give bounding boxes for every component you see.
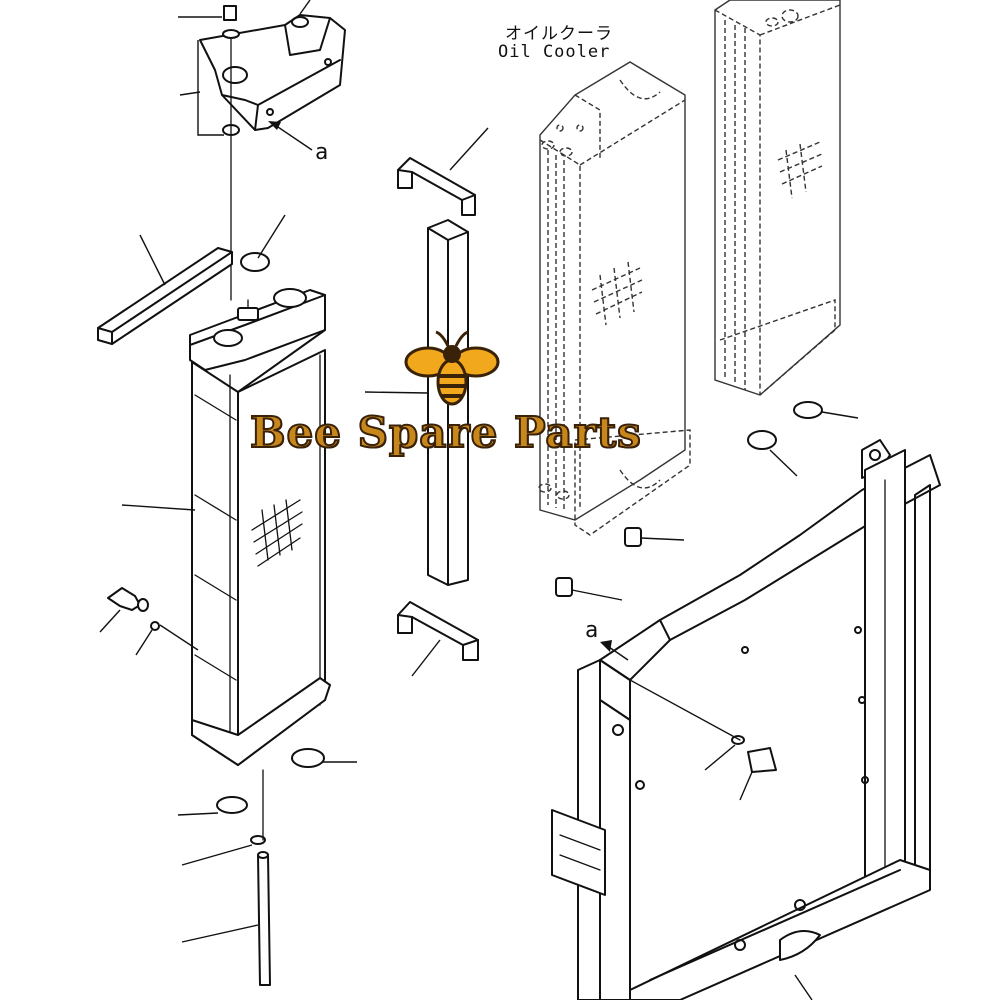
- bee-icon: [404, 330, 500, 406]
- rubber-mount-right: [555, 401, 823, 597]
- cap: [240, 252, 270, 272]
- reference-a-top: a: [315, 140, 329, 165]
- radiator-core: [189, 288, 331, 766]
- u-clamp-top: [397, 157, 476, 216]
- oil-cooler-label-en: Oil Cooler: [498, 42, 611, 62]
- rubber-mount: [216, 748, 325, 814]
- long-pin: [257, 851, 271, 986]
- u-clamp-bottom: [397, 601, 479, 661]
- bracket-bolt: [222, 5, 240, 301]
- tapered-strip: [97, 247, 233, 345]
- top-bracket: [199, 14, 346, 131]
- watermark-logo-text: Bee Spare Parts: [249, 407, 642, 458]
- frame-bolt: [731, 735, 777, 773]
- aftercooler-phantom: [714, 0, 841, 396]
- reference-a-frame: a: [585, 618, 599, 643]
- support-frame: [551, 439, 941, 1000]
- drain-valve: [107, 587, 160, 631]
- oil-cooler-label-jp: オイルクーラ: [505, 24, 613, 44]
- oil-cooler-phantom: [538, 61, 691, 536]
- washer: [250, 835, 266, 845]
